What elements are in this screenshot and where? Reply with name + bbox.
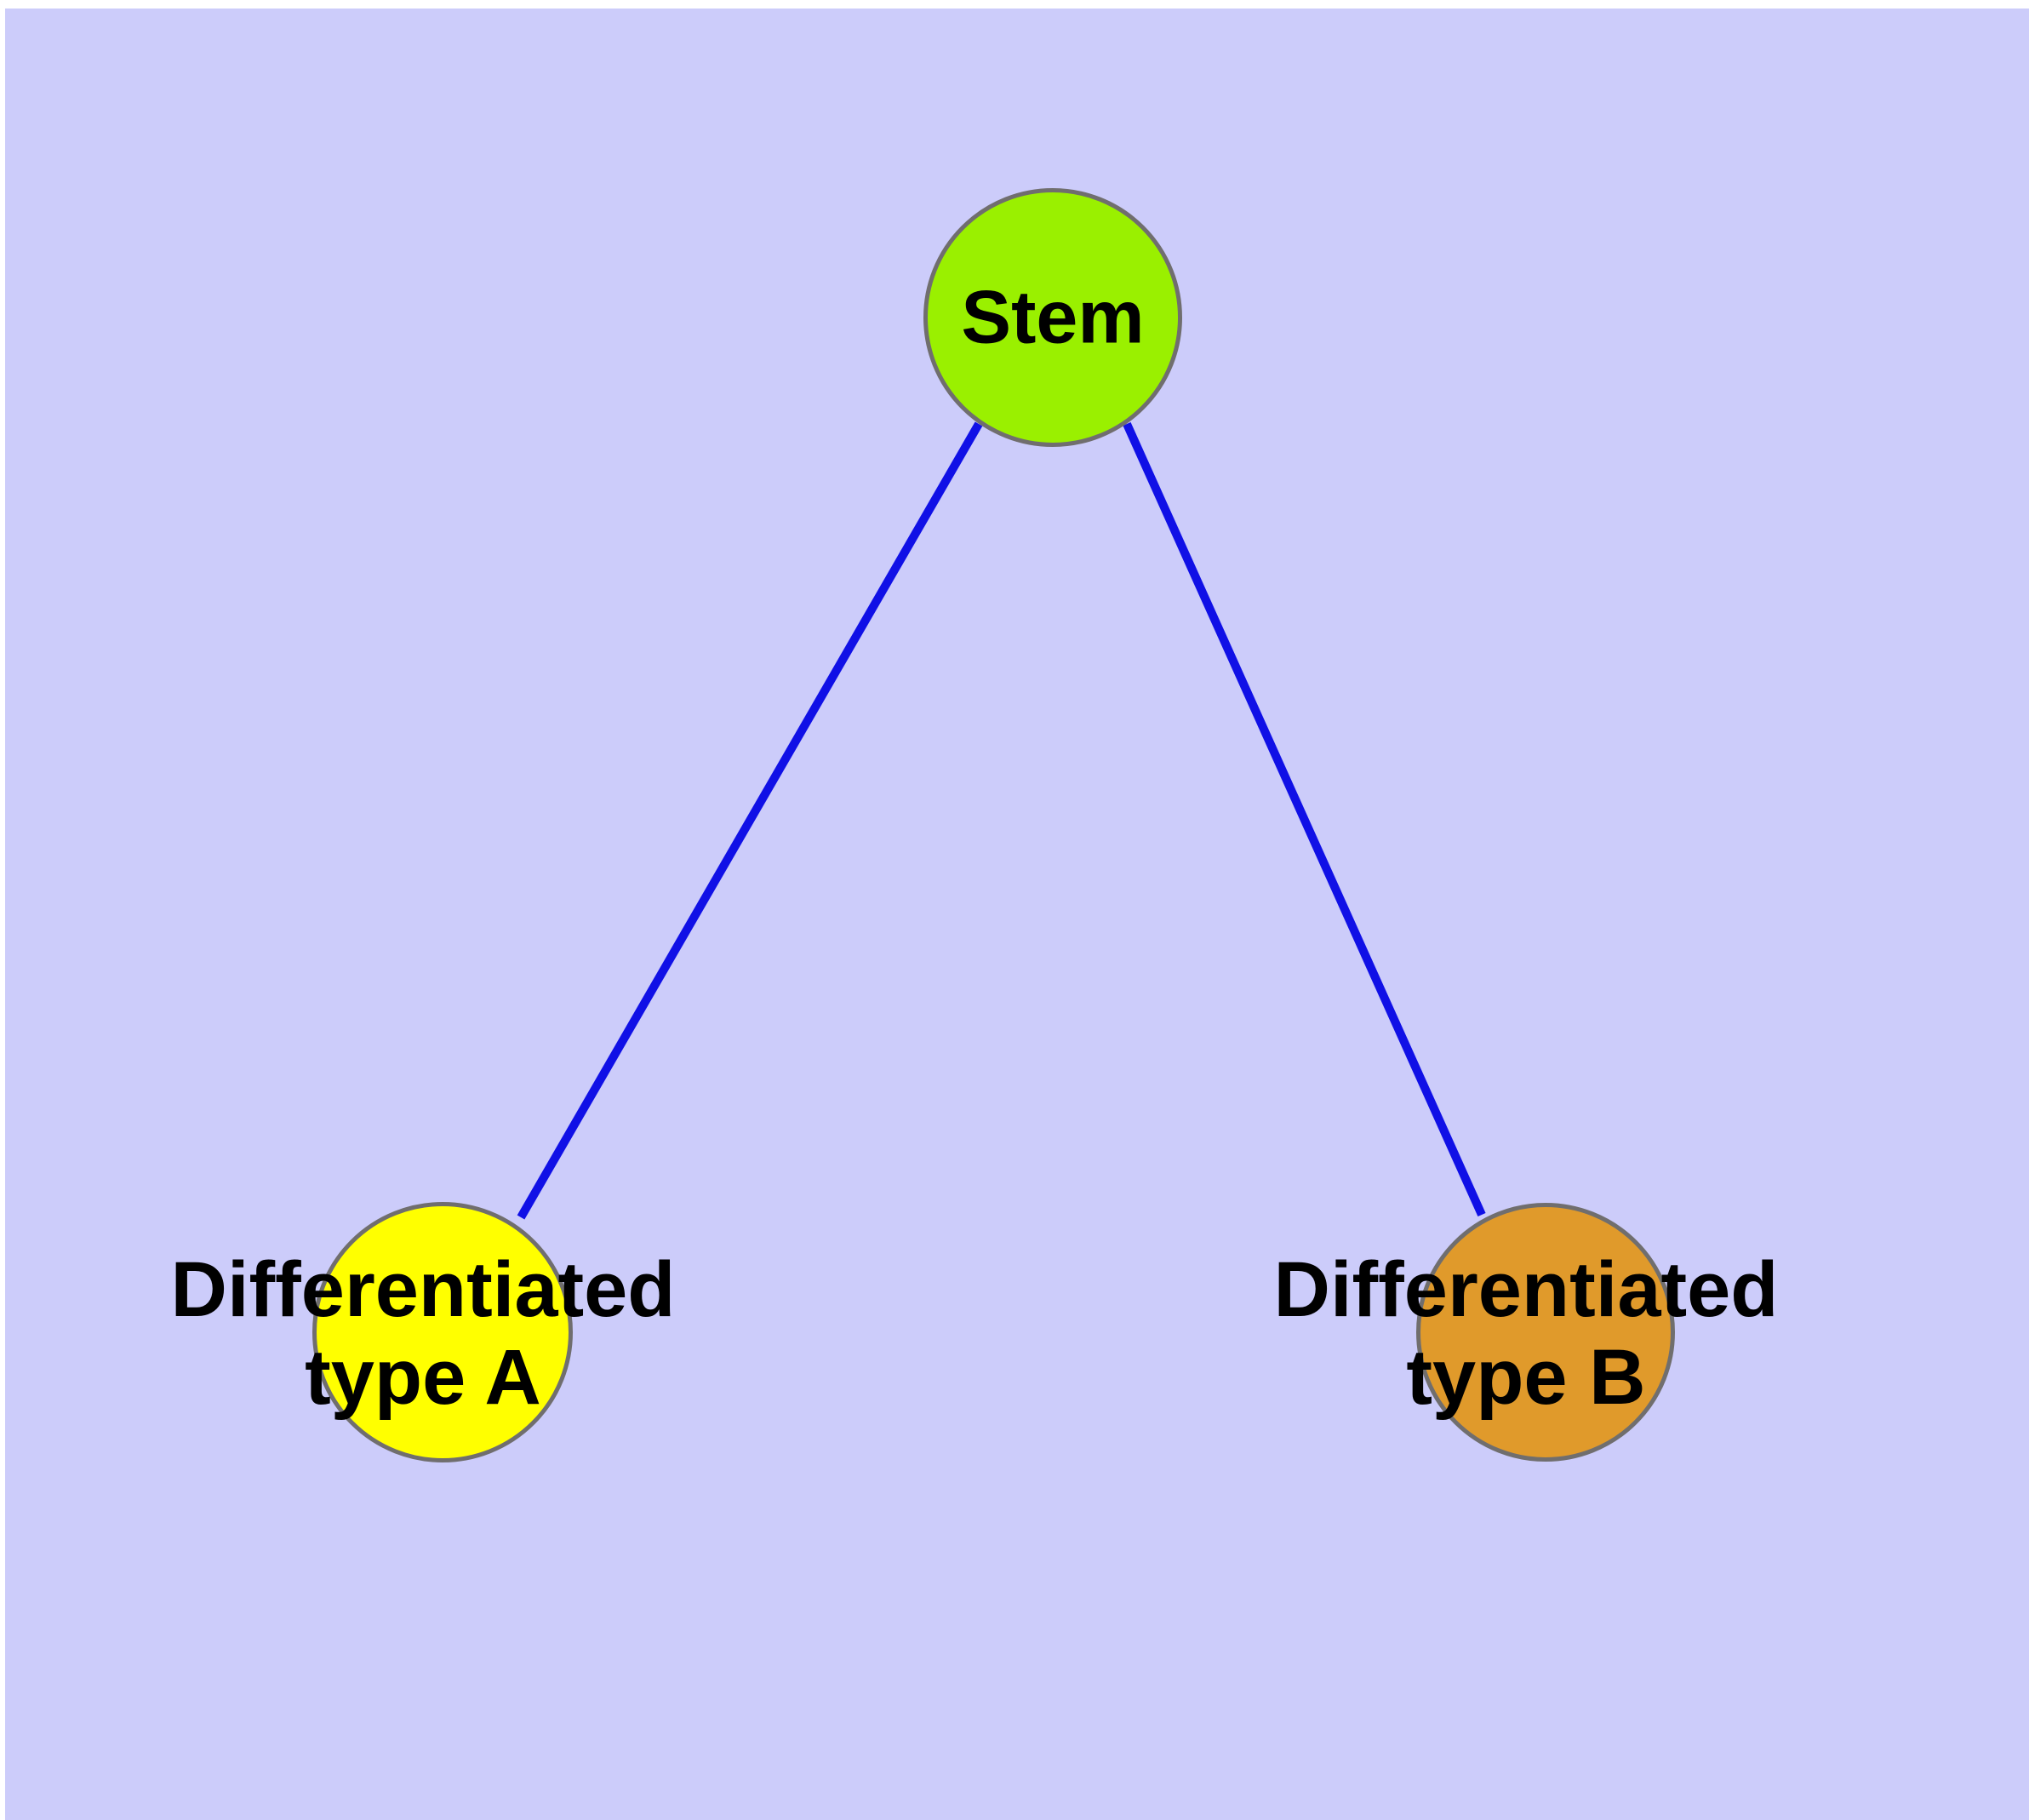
node-stem[interactable] [923,188,1182,447]
node-differentiated-type-b[interactable] [1416,1203,1675,1462]
node-layer [312,188,1675,1462]
edge-stem-to-differentiated-type-a[interactable] [517,421,983,1220]
edge-layer [517,421,1486,1220]
node-differentiated-type-a[interactable] [312,1202,573,1462]
edge-stem-to-differentiated-type-b[interactable] [1123,421,1486,1217]
